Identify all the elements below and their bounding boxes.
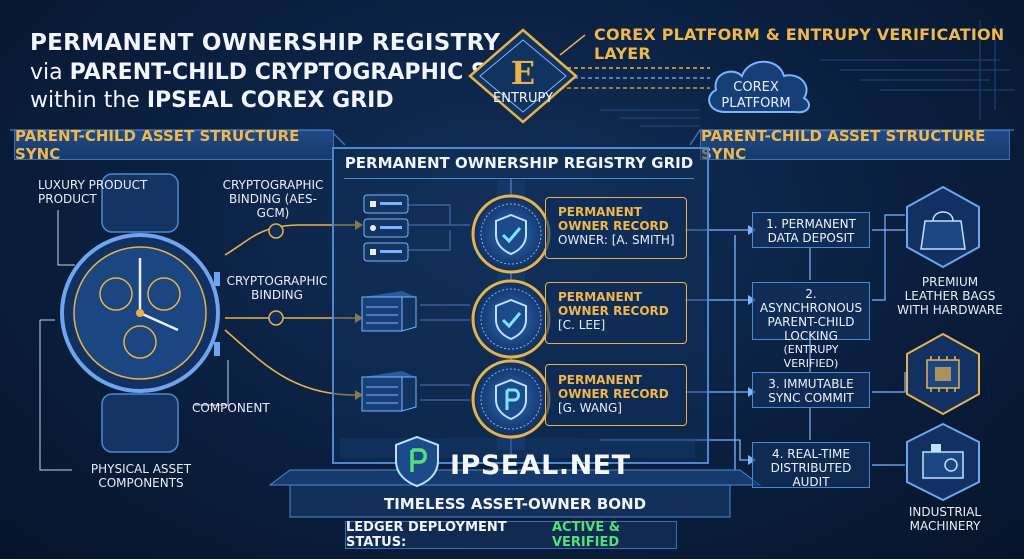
step-2: 2. ASYNCHRONOUS PARENT-CHILD LOCKING (EN…	[752, 282, 870, 370]
ledger-status-value: ACTIVE & VERIFIED	[551, 520, 621, 550]
step-2-label: 2. ASYNCHRONOUS PARENT-CHILD LOCKING	[759, 287, 863, 343]
step-3: 3. IMMUTABLE SYNC COMMIT	[752, 372, 870, 408]
machine-icon	[906, 422, 980, 502]
corex-cloud-label: COREX PLATFORM	[721, 80, 791, 111]
entrupy-badge-icon: E	[468, 28, 578, 124]
left-band: PARENT-CHILD ASSET STRUCTURE SYNC	[14, 127, 334, 163]
step-1: 1. PERMANENT DATA DEPOSIT	[752, 212, 870, 248]
record-owner: [G. WANG]	[558, 401, 622, 415]
ipseal-brand: IPSEAL.NET	[450, 450, 631, 481]
step-4: 4. REAL-TIME DISTRIBUTED AUDIT	[752, 442, 870, 489]
diagram-subtitle-line-2: via PARENT-CHILD CRYPTOGRAPHIC SYNC	[30, 60, 537, 85]
owner-record-box	[545, 197, 687, 259]
ledger-status-label: LEDGER DEPLOYMENT STATUS:	[346, 520, 507, 550]
owner-record-box-2	[545, 282, 687, 344]
shield-check-icon-2	[471, 279, 551, 359]
bag-icon	[906, 185, 980, 269]
bags-label: PREMIUM LEATHER BAGS WITH HARDWARE	[897, 275, 1003, 317]
ipseal-shield-icon	[395, 435, 439, 488]
owner-record-1: PERMANENT OWNER RECORD OWNER: [A. SMITH]	[558, 205, 683, 247]
owner-record-2: PERMANENT OWNER RECORD [C. LEE]	[558, 290, 683, 332]
server-icon-2	[361, 371, 417, 412]
ledger-status-bar: LEDGER DEPLOYMENT STATUS: ACTIVE & VERIF…	[345, 520, 677, 550]
owner-record-box-3	[545, 364, 687, 426]
subtitle-prefix: via	[30, 60, 70, 85]
component-label: COMPONENT	[192, 401, 270, 415]
data-fields-group	[362, 193, 412, 269]
corex-layer-title: COREX PLATFORM & ENTRUPY VERIFICATION LA…	[594, 25, 1005, 63]
document-icon	[363, 194, 409, 262]
owner-record-3: PERMANENT OWNER RECORD [G. WANG]	[558, 373, 683, 415]
record-title: PERMANENT OWNER RECORD	[558, 290, 669, 318]
record-owner: [C. LEE]	[558, 318, 606, 332]
cloud-icon	[708, 60, 811, 114]
binding-label-1: CRYPTOGRAPHIC BINDING (AES-GCM)	[222, 178, 324, 220]
entrupy-letter: E	[511, 54, 535, 92]
step-2-sub: (ENTRUPY VERIFIED)	[783, 343, 839, 370]
asset-owner-bond: TIMELESS ASSET-OWNER BOND	[383, 495, 647, 513]
record-title: PERMANENT OWNER RECORD	[558, 205, 669, 233]
diagram-subtitle-line-3: within the IPSEAL COREX GRID	[30, 88, 394, 113]
chip-icon	[906, 332, 980, 416]
record-title: PERMANENT OWNER RECORD	[558, 373, 669, 401]
server-icon	[361, 291, 417, 332]
record-owner: OWNER: [A. SMITH]	[558, 233, 675, 247]
shield-p-icon	[471, 359, 551, 439]
subtitle-bold-2: IPSEAL COREX GRID	[146, 88, 394, 113]
binding-node-icon-2	[268, 310, 284, 326]
shield-check-icon	[471, 194, 551, 274]
binding-node-icon	[268, 223, 284, 239]
registry-grid-title: PERMANENT OWNERSHIP REGISTRY GRID	[344, 148, 694, 179]
entrupy-label: ENTRUPY	[493, 91, 553, 106]
subtitle-bold: PARENT-CHILD CRYPTOGRAPHIC SYNC	[69, 60, 538, 85]
binding-label-2: CRYPTOGRAPHIC BINDING	[226, 274, 328, 302]
machinery-label: INDUSTRIAL MACHINERY	[908, 505, 982, 533]
right-band: PARENT-CHILD ASSET STRUCTURE SYNC	[700, 127, 1010, 163]
watch-icon	[60, 173, 220, 453]
subtitle-prefix-2: within the	[30, 88, 147, 113]
diagram-title: PERMANENT OWNERSHIP REGISTRY	[30, 30, 501, 56]
physical-assets-label: PHYSICAL ASSET COMPONENTS	[90, 462, 192, 490]
luxury-product-label: LUXURY PRODUCT PRODUCT	[38, 178, 148, 206]
